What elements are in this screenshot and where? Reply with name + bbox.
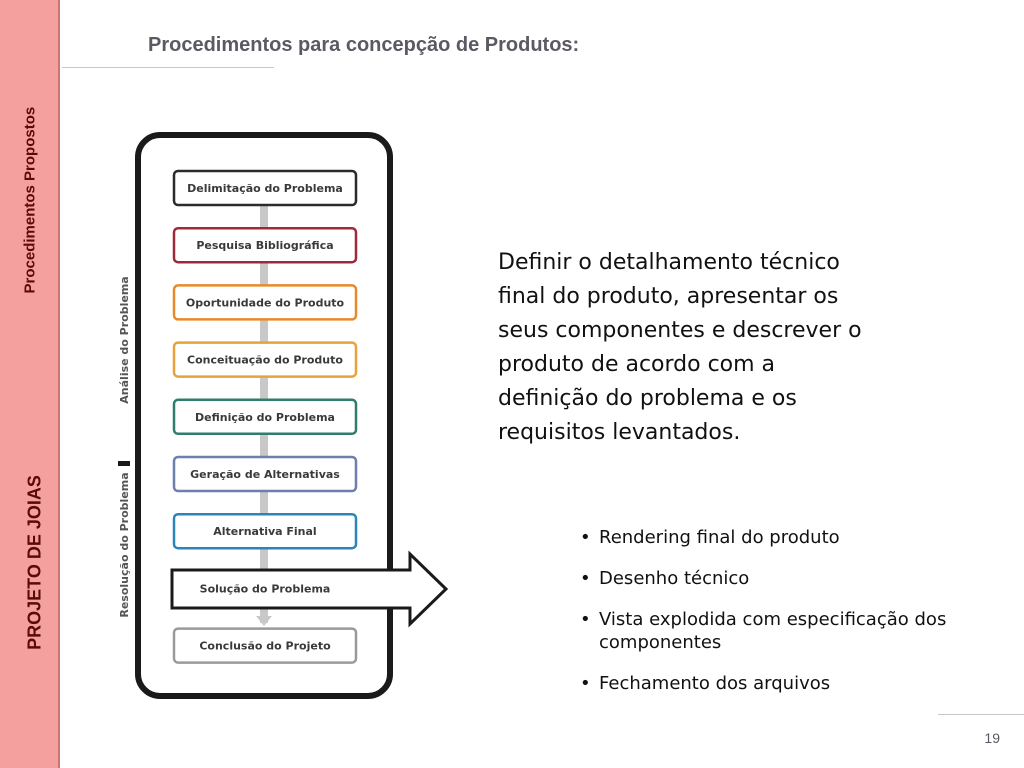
process-step-box [172,284,358,321]
process-step: Alternativa Final [172,512,358,550]
title-divider [62,67,274,68]
process-step: Geração de Alternativas [172,455,358,493]
list-item: • Rendering final do produto [580,526,1010,549]
process-step-box [172,169,358,207]
deliverables-list: • Rendering final do produto • Desenho téc… [580,526,1010,713]
process-step-box [172,398,358,436]
process-step: Pesquisa Bibliográfica [172,226,358,264]
footer-divider [938,714,1024,715]
process-step-label: Delimitação do Problema [187,182,343,195]
list-item: • Fechamento dos arquivos [580,672,1010,695]
list-item-text: Rendering final do produto [599,527,840,548]
process-step-label: Solução do Problema [200,582,331,595]
process-step: Conceituação do Produto [172,341,358,378]
process-step: Oportunidade do Produto [172,284,358,321]
connector-arrow-icon [256,616,272,626]
process-step-box [172,341,358,378]
process-step: Conclusão do Projeto [172,627,358,664]
process-step-label: Conceituação do Produto [187,354,343,367]
process-step-label: Oportunidade do Produto [186,296,345,309]
sidebar: Procedimentos Propostos PROJETO DE JOIAS [0,0,60,768]
page-number: 19 [984,730,1000,746]
phase-label-resolution: Resolução do Problema [118,472,131,617]
process-step-box [172,455,358,493]
bullet-icon: • [580,527,591,548]
sidebar-section-label: Procedimentos Propostos [21,106,39,294]
process-step-box [172,226,358,264]
process-step-label: Conclusão do Projeto [199,640,331,653]
process-step-label: Pesquisa Bibliográfica [196,239,333,252]
list-item-text: Desenho técnico [599,568,750,589]
process-step-box [172,627,358,664]
step-description: Definir o detalhamento técnico final do … [498,250,862,445]
process-step-label: Definição do Problema [195,411,335,424]
bullet-icon: • [580,568,591,589]
process-step-label: Geração de Alternativas [190,468,340,481]
sidebar-project-label: PROJETO DE JOIAS [24,475,45,650]
list-item-text: Vista explodida com especificação dos co… [599,609,947,653]
process-step: Definição do Problema [172,398,358,436]
list-item-text: Fechamento dos arquivos [599,673,831,694]
list-item: • Vista explodida com especificação dos c… [580,608,1010,654]
current-step-arrow-icon [170,550,449,628]
process-step: Solução do Problema [200,582,331,595]
bullet-icon: • [580,673,591,694]
list-item: • Desenho técnico [580,567,1010,590]
process-step-label: Alternativa Final [213,525,316,538]
page-title: Procedimentos para concepção de Produtos… [148,34,580,56]
process-step-box [172,512,358,550]
phase-label-analysis: Análise do Problema [118,276,131,403]
bullet-icon: • [580,609,591,630]
process-step: Delimitação do Problema [172,169,358,207]
phase-divider [118,461,130,466]
